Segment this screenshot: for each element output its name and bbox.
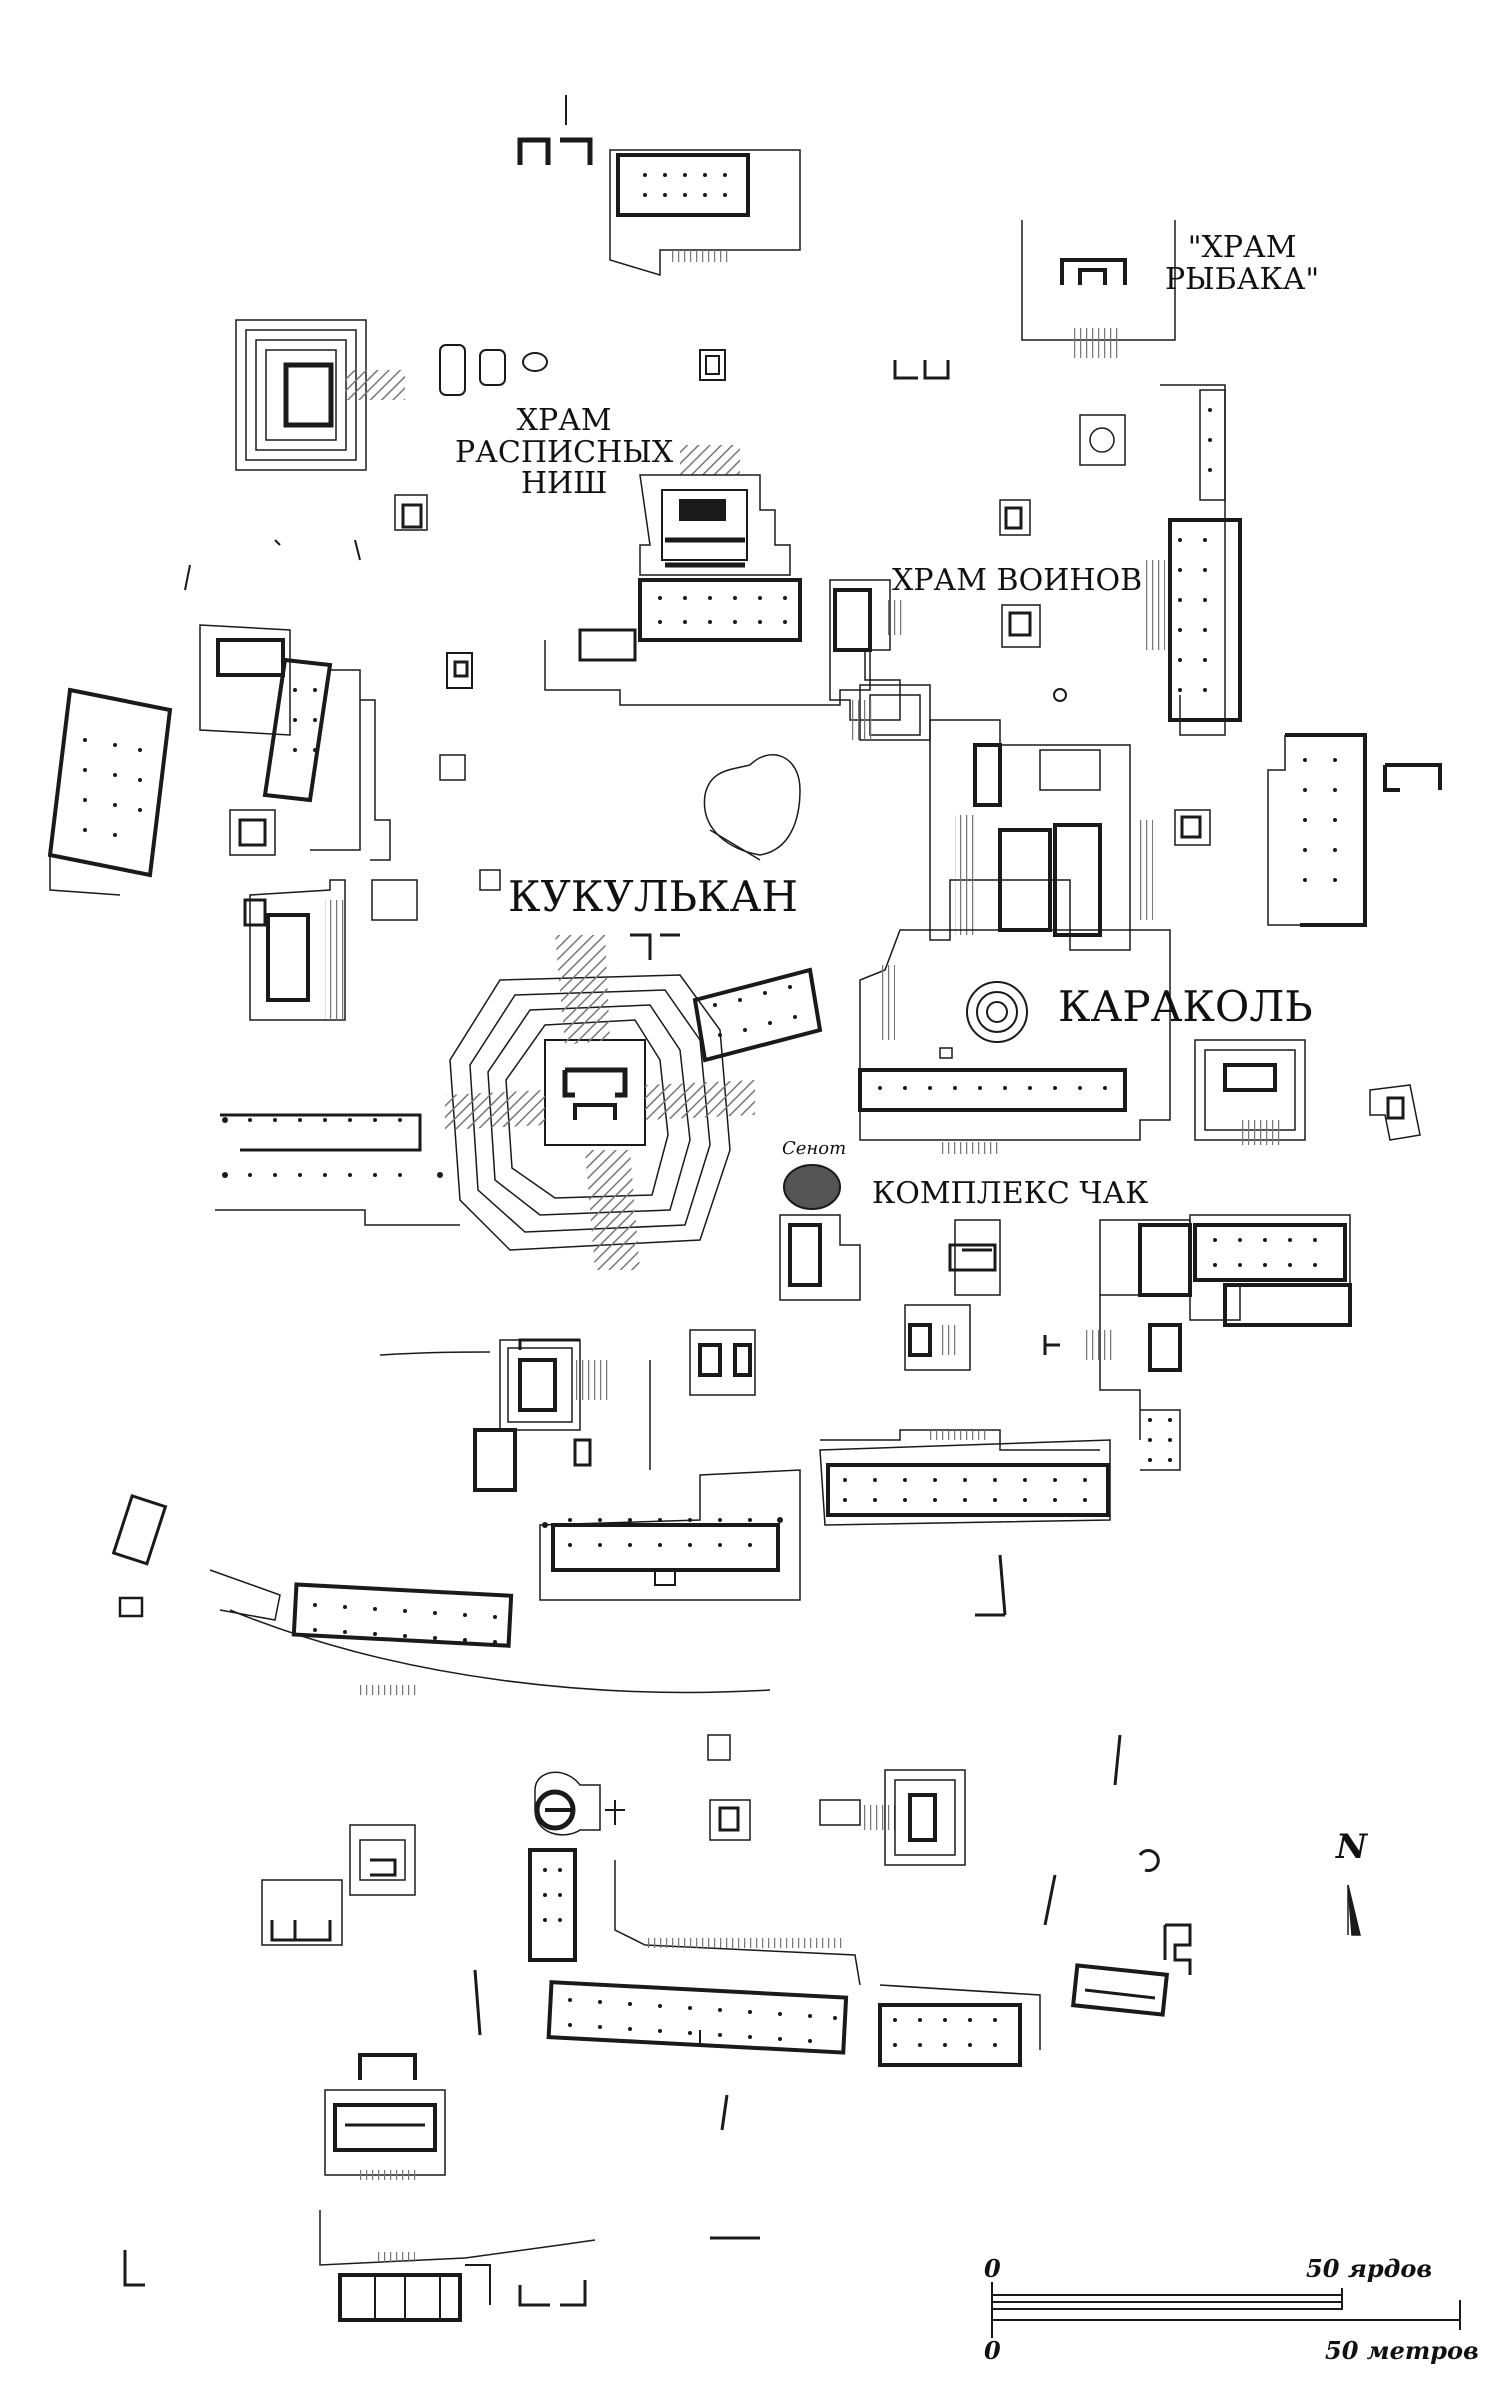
north-arrow-icon bbox=[1347, 1884, 1361, 1936]
scale-top-value: 50 ярдов bbox=[1306, 2254, 1433, 2283]
scale-bottom-zero: 0 bbox=[984, 2336, 1001, 2365]
warriors-temple-plan bbox=[829, 414, 1126, 741]
bottom-structures bbox=[123, 2210, 596, 2322]
colonnade-east-of-kukulkan bbox=[630, 933, 823, 1063]
south-long-colonnades bbox=[546, 1860, 1192, 2067]
east-long-colonnade bbox=[1145, 384, 1442, 927]
north-label: N bbox=[1336, 1827, 1368, 1867]
colonnade-south-center-west bbox=[539, 1469, 801, 1601]
west-colonnade-group bbox=[47, 624, 391, 896]
painted-niches-temple-plan bbox=[544, 445, 871, 706]
circular-mound bbox=[703, 754, 801, 861]
chak-complex-label: КОМПЛЕКС ЧАК bbox=[872, 1176, 1149, 1211]
southwest-temple-pair bbox=[261, 1824, 577, 2036]
kukulkan-pyramid-plan bbox=[445, 935, 755, 1270]
scale-bar bbox=[991, 2282, 1461, 2338]
west-mid-structures bbox=[243, 879, 346, 1021]
colonnade-south-center bbox=[819, 1409, 1181, 1526]
stepped-pyramid-northwest bbox=[235, 319, 950, 471]
small-structures-west bbox=[184, 494, 501, 921]
fisherman-temple-plan bbox=[1021, 220, 1176, 358]
cenote-shape bbox=[783, 1164, 841, 1210]
painted-niches-temple-label: ХРАМ РАСПИСНЫХ НИШ bbox=[455, 403, 674, 501]
scale-bottom-value: 50 метров bbox=[1325, 2336, 1479, 2365]
lower-area-structures bbox=[534, 1734, 1160, 1926]
colonnade-southwest bbox=[111, 1494, 1007, 1695]
lower-southwest-structures bbox=[324, 2053, 760, 2240]
scale-top-zero: 0 bbox=[984, 2254, 1001, 2283]
warriors-temple-label: ХРАМ ВОИНОВ bbox=[892, 563, 1143, 598]
southeast-pyramid-small bbox=[1194, 1039, 1421, 1145]
north-group-structures bbox=[517, 95, 801, 277]
caracol-plan bbox=[858, 929, 1171, 1154]
central-east-structures bbox=[929, 719, 1211, 951]
colonnade-southwest-of-kukulkan bbox=[215, 1113, 460, 1226]
cenote-label: Сенот bbox=[782, 1138, 847, 1159]
caracol-label: КАРАКОЛЬ bbox=[1058, 982, 1313, 1031]
small-temples-south-chak bbox=[689, 1243, 997, 1396]
kukulkan-label: КУКУЛЬКАН bbox=[508, 872, 799, 921]
fisherman-temple-label: "ХРАМ РЫБАКА" bbox=[1165, 230, 1320, 297]
chak-complex-plan bbox=[779, 1214, 1352, 1440]
small-pyramid-center-west bbox=[473, 1338, 610, 1492]
